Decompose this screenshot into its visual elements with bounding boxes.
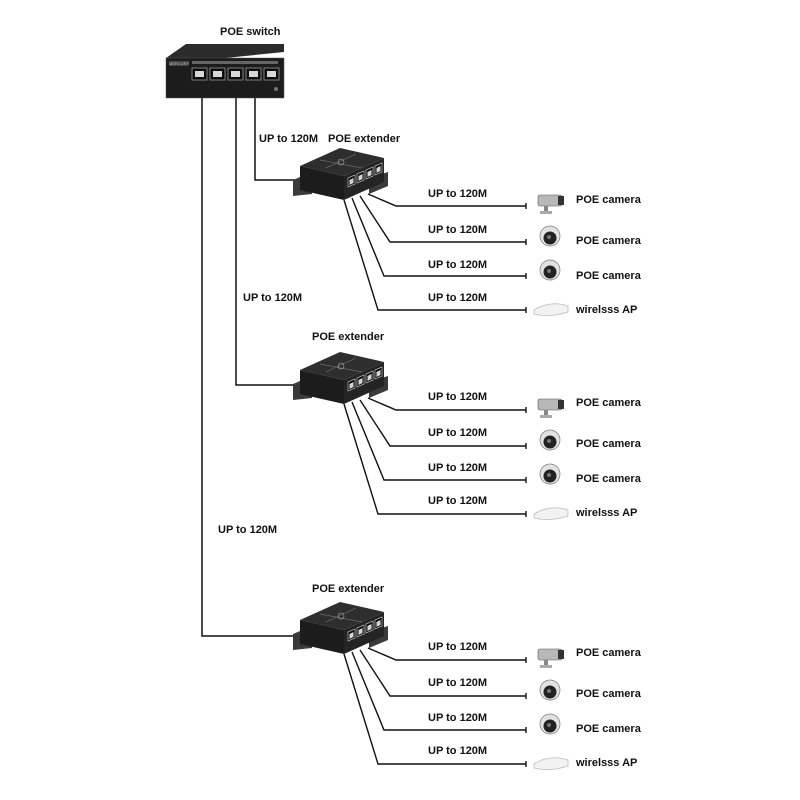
poe-switch: MERCURY <box>165 44 285 99</box>
cable-label: UP to 120M <box>428 427 488 439</box>
branch-cable <box>367 397 526 411</box>
trunk-cable-2 <box>235 95 300 386</box>
poe-extender <box>293 148 388 200</box>
switch-port-2 <box>209 67 226 81</box>
device-label: wirelsss AP <box>576 507 638 519</box>
branch-cable <box>367 193 526 207</box>
extender-port <box>356 624 365 638</box>
extender-port <box>374 366 383 380</box>
cable-label: UP to 120M <box>428 188 488 200</box>
bullet-camera-icon <box>537 398 564 418</box>
wireless-ap-icon <box>533 507 569 520</box>
switch-port-5 <box>263 67 280 81</box>
trunk-label-2: UP to 120M <box>243 292 303 304</box>
branch-cable <box>359 649 526 697</box>
trunk-label-3: UP to 120M <box>218 524 278 536</box>
dome-camera-icon <box>539 225 561 247</box>
extender-port <box>374 162 383 176</box>
branch-cable <box>343 653 526 765</box>
dome-camera-icon <box>539 429 561 451</box>
branch-cable <box>367 647 526 661</box>
extender-port <box>356 170 365 184</box>
device-label: wirelsss AP <box>576 757 638 769</box>
extender-port <box>365 620 374 634</box>
dome-camera-icon <box>539 679 561 701</box>
device-label: POE camera <box>576 473 641 485</box>
switch-brand-logo: MERCURY <box>169 61 189 66</box>
trunk-cable-1 <box>254 95 300 181</box>
device-label: POE camera <box>576 647 641 659</box>
extender-layer <box>293 148 569 770</box>
branch-cable <box>359 195 526 243</box>
poe-extender <box>293 352 388 404</box>
dome-camera-icon <box>539 713 561 735</box>
cable-label: UP to 120M <box>428 391 488 403</box>
extender-port <box>365 166 374 180</box>
cable-label: UP to 120M <box>428 462 488 474</box>
extender-port <box>347 628 356 642</box>
cable-label: UP to 120M <box>428 259 488 271</box>
device-label: POE camera <box>576 688 641 700</box>
trunk-label-1: UP to 120M <box>259 133 319 145</box>
cable-label: UP to 120M <box>428 745 488 757</box>
poe-extender <box>293 602 388 654</box>
switch-title: POE switch <box>220 26 281 38</box>
branch-cable <box>351 651 526 731</box>
branch-cable <box>343 403 526 515</box>
branch-cable <box>343 199 526 311</box>
cable-label: UP to 120M <box>428 292 488 304</box>
cable-label: UP to 120M <box>428 712 488 724</box>
extender-port <box>365 370 374 384</box>
branch-cable <box>351 401 526 481</box>
branch-cable <box>359 399 526 447</box>
extender-port <box>347 174 356 188</box>
trunk-cable-3 <box>201 95 300 637</box>
wireless-ap-icon <box>533 757 569 770</box>
bullet-camera-icon <box>537 648 564 668</box>
dome-camera-icon <box>539 463 561 485</box>
extender-title-2: POE extender <box>312 331 385 343</box>
switch-port-1 <box>191 67 208 81</box>
device-label: POE camera <box>576 235 641 247</box>
extender-port <box>356 374 365 388</box>
switch-port-3 <box>227 67 244 81</box>
cable-label: UP to 120M <box>428 677 488 689</box>
switch-port-4 <box>245 67 262 81</box>
cable-label: UP to 120M <box>428 495 488 507</box>
dome-camera-icon <box>539 259 561 281</box>
device-label: POE camera <box>576 438 641 450</box>
cable-label: UP to 120M <box>428 224 488 236</box>
bullet-camera-icon <box>537 194 564 214</box>
cable-label: UP to 120M <box>428 641 488 653</box>
device-label: wirelsss AP <box>576 304 638 316</box>
device-label: POE camera <box>576 397 641 409</box>
device-label: POE camera <box>576 194 641 206</box>
extender-port <box>374 616 383 630</box>
wireless-ap-icon <box>533 303 569 316</box>
extender-title-3: POE extender <box>312 583 385 595</box>
branch-cable <box>351 197 526 277</box>
extender-title-1: POE extender <box>328 133 401 145</box>
device-label: POE camera <box>576 723 641 735</box>
extender-port <box>347 378 356 392</box>
device-label: POE camera <box>576 270 641 282</box>
